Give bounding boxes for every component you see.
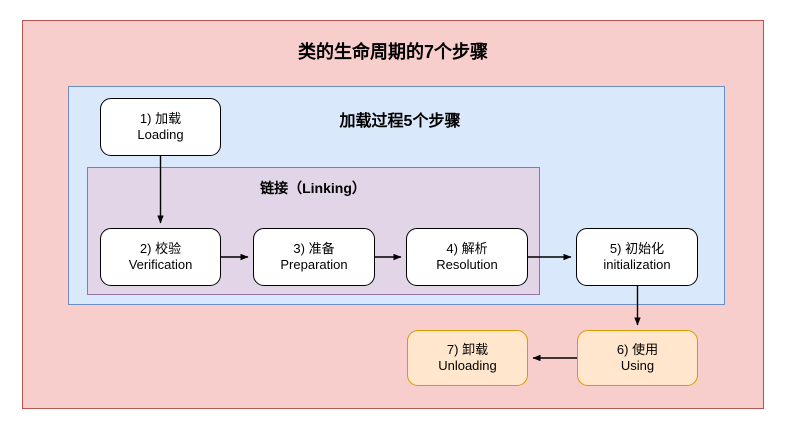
node-verification[interactable]: 2) 校验 Verification bbox=[100, 228, 221, 286]
node-unloading-label-cn: 7) 卸载 bbox=[446, 341, 489, 357]
node-using-label-cn: 6) 使用 bbox=[616, 341, 659, 357]
node-initialization[interactable]: 5) 初始化 initialization bbox=[576, 228, 698, 286]
title-class-lifecycle: 类的生命周期的7个步骤 bbox=[297, 42, 488, 62]
node-loading[interactable]: 1) 加载 Loading bbox=[100, 98, 221, 156]
title-loading-process: 加载过程5个步骤 bbox=[339, 113, 461, 130]
node-resolution-label-en: Resolution bbox=[436, 257, 498, 272]
node-unloading[interactable]: 7) 卸载 Unloading bbox=[407, 330, 528, 386]
node-resolution[interactable]: 4) 解析 Resolution bbox=[406, 228, 528, 286]
node-verification-label-en: Verification bbox=[128, 257, 193, 272]
node-using[interactable]: 6) 使用 Using bbox=[577, 330, 698, 386]
node-loading-label-en: Loading bbox=[137, 127, 184, 142]
node-using-label-en: Using bbox=[620, 358, 655, 373]
node-loading-label-cn: 1) 加载 bbox=[139, 110, 182, 126]
node-initialization-label-cn: 5) 初始化 bbox=[609, 240, 665, 256]
node-initialization-label-en: initialization bbox=[603, 257, 671, 272]
title-linking: 链接（Linking） bbox=[260, 180, 366, 196]
node-preparation-label-cn: 3) 准备 bbox=[293, 240, 335, 256]
node-unloading-label-en: Unloading bbox=[438, 358, 497, 373]
node-preparation-label-en: Preparation bbox=[280, 257, 348, 272]
node-preparation[interactable]: 3) 准备 Preparation bbox=[253, 228, 375, 286]
node-verification-label-cn: 2) 校验 bbox=[139, 240, 182, 256]
node-resolution-label-cn: 4) 解析 bbox=[446, 240, 488, 256]
